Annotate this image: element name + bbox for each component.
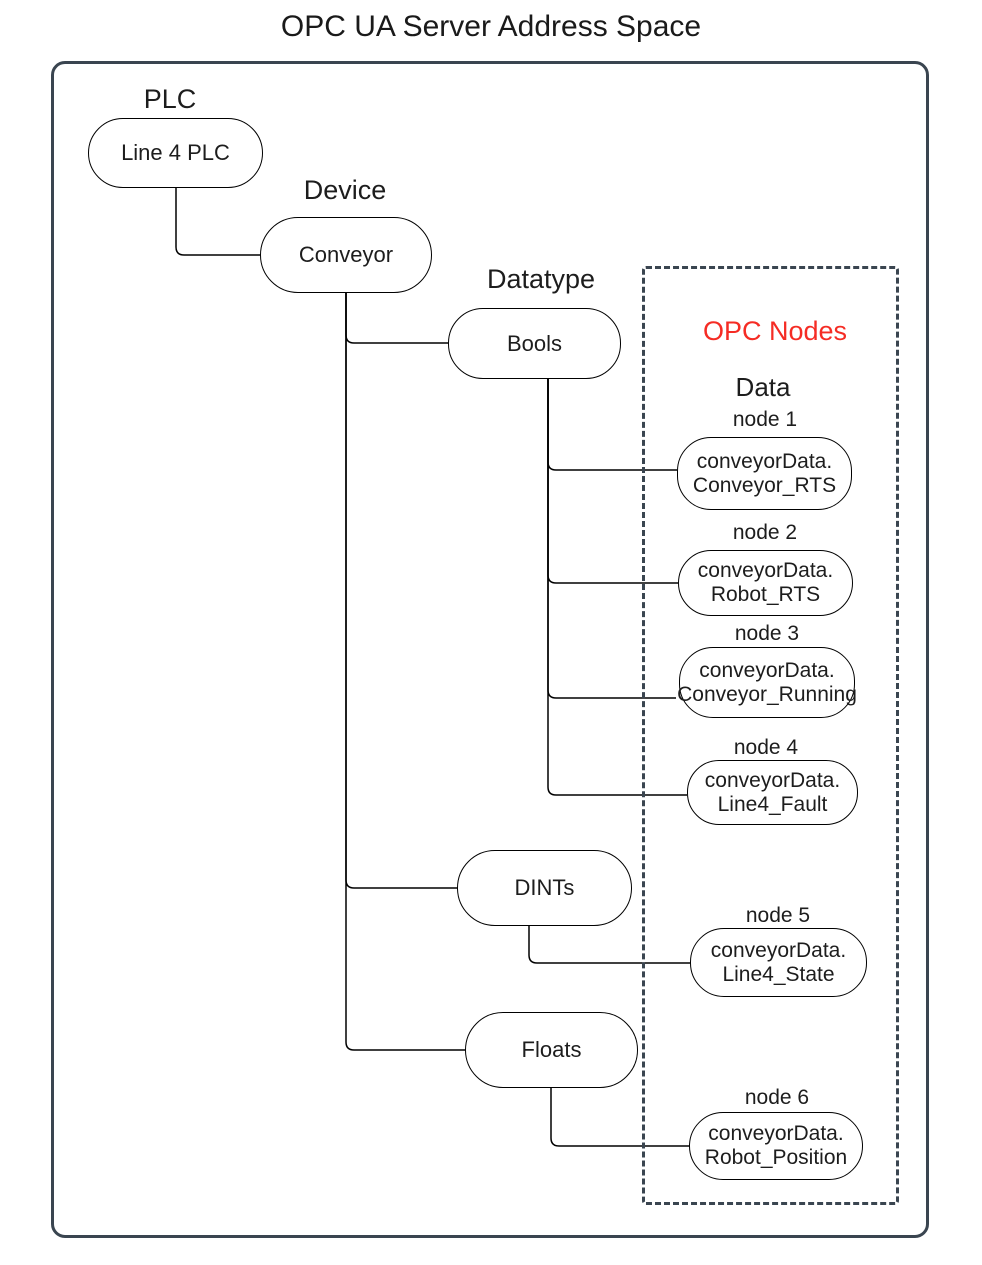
node1-shape: conveyorData. Conveyor_RTS [677,437,852,510]
node3-line2: Conveyor_Running [677,682,857,706]
bools-shape-label: Bools [506,330,563,356]
edge-floats-to-node6 [550,1088,689,1147]
node5-shape: conveyorData. Line4_State [690,928,867,997]
opc-nodes-heading: OPC Nodes [702,316,848,346]
plc-section-label: PLC [143,84,197,114]
node6-label: node 6 [744,1086,810,1109]
node2-line1: conveyorData. [697,559,834,583]
datatype-section-label: Datatype [486,264,596,294]
page-title: OPC UA Server Address Space [280,10,702,43]
plc-shape-label: Line 4 PLC [121,140,230,166]
node5-line1: conveyorData. [710,938,847,962]
node1-label: node 1 [732,408,798,431]
node5-label: node 5 [745,904,811,927]
node6-line1: conveyorData. [708,1122,844,1146]
node4-label: node 4 [733,736,799,759]
node3-line1: conveyorData. [699,658,835,682]
device-shape: Conveyor [260,217,432,293]
node4-line1: conveyorData. [704,768,841,792]
node4-line2: Line4_Fault [717,792,828,816]
data-section-label: Data [735,372,791,402]
node5-line2: Line4_State [722,962,835,986]
datatype-dints-shape: DINTs [457,850,632,926]
edge-dints-to-node5 [528,926,690,964]
node2-label: node 2 [732,521,798,544]
node3-shape: conveyorData. Conveyor_Running [677,647,857,718]
datatype-floats-shape: Floats [465,1012,638,1088]
node2-shape: conveyorData. Robot_RTS [678,550,853,616]
floats-shape-label: Floats [521,1037,582,1063]
node1-line2: Conveyor_RTS [692,473,837,497]
address-space-frame [51,61,929,1238]
opc-nodes-group-frame [642,266,899,1205]
edge-conveyor-to-floats [345,293,465,1051]
node3-label: node 3 [734,622,800,645]
device-section-label: Device [303,175,387,205]
edge-plc-to-conveyor [175,188,260,256]
node1-line1: conveyorData. [696,449,833,473]
node6-line2: Robot_Position [704,1146,848,1169]
edge-bools-to-node4 [547,379,687,796]
node6-shape: conveyorData. Robot_Position [689,1112,863,1180]
datatype-bools-shape: Bools [448,308,621,379]
node4-shape: conveyorData. Line4_Fault [687,760,858,825]
plc-shape: Line 4 PLC [88,118,263,188]
dints-shape-label: DINTs [514,875,575,901]
device-shape-label: Conveyor [298,242,394,268]
node2-line2: Robot_RTS [710,583,821,606]
